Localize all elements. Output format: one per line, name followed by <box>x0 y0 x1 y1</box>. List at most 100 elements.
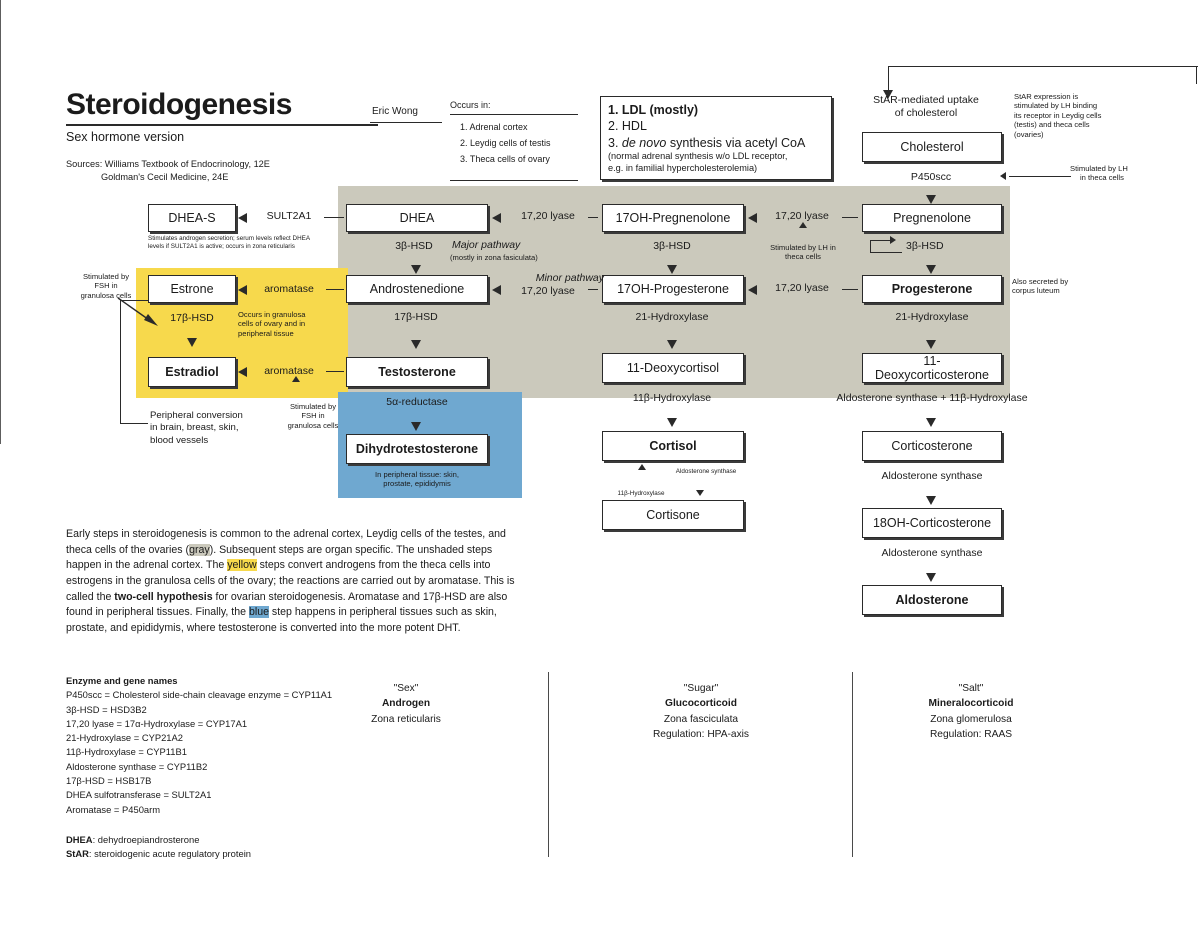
corticosterone-to-18oh-arrow <box>926 496 936 505</box>
progesterone-to-21hydrox-line <box>0 58 1 72</box>
narrative-paragraph: Early steps in steroidogenesis is common… <box>66 527 521 637</box>
node-cortisone[interactable]: Cortisone <box>602 500 744 530</box>
peripheral-line-2: in brain, breast, skin, <box>150 422 239 434</box>
deoxycortisol-to-11bhydrox-line <box>0 242 1 254</box>
major-pathway-label: Major pathway <box>452 239 521 251</box>
abbreviation-legend: DHEA: dehydroepiandrosterone StAR: stero… <box>66 833 251 862</box>
enzyme-17bhsd-left: 17β-HSD <box>170 312 214 324</box>
enzyme-legend-line: Aldosterone synthase = CYP11B2 <box>66 760 208 772</box>
lh-theca-annotation: Stimulated by LH in theca cells <box>1070 164 1150 183</box>
corpus-luteum-annotation: Also secreted by corpus luteum <box>1012 277 1102 296</box>
cholesterol-source-box: 1. LDL (mostly) 2. HDL 3. de novo synthe… <box>600 96 832 180</box>
17ohprog-to-21hydrox-line <box>0 210 1 224</box>
doc-to-corticosterone-arrow <box>926 418 936 427</box>
lyase-bot-left-arrowhead <box>492 285 501 295</box>
lh-theca-mid-riser <box>870 240 872 252</box>
enzyme-3bhsd-mid: 3β-HSD <box>653 240 691 252</box>
lh-theca-mid-line-2: theca cells <box>785 252 821 262</box>
node-pregnenolone[interactable]: Pregnenolone <box>862 204 1002 232</box>
aromatase-bot-arrowhead <box>238 367 247 377</box>
sources-block: Sources: Williams Textbook of Endocrinol… <box>66 158 270 185</box>
enzyme-5a-reductase: 5α-reductase <box>386 396 448 408</box>
lh-theca-mid-pointer <box>0 168 1 182</box>
node-cortisol[interactable]: Cortisol <box>602 431 744 461</box>
17ohprog-to-deoxycortisol-arrow <box>667 340 677 349</box>
dhea-to-androstenedione-arrow <box>411 265 421 274</box>
granulosa-ovary-note: Occurs in granulosa cells of ovary and i… <box>238 310 344 338</box>
enzyme-3bhsd-right: 3β-HSD <box>906 240 944 252</box>
enzyme-legend-line: 21-Hydroxylase = CYP21A2 <box>66 732 183 744</box>
narrative-seg-2: ). Subsequent steps are organ specific. … <box>66 543 493 572</box>
node-cholesterol[interactable]: Cholesterol <box>862 132 1002 162</box>
title-underline <box>66 124 378 126</box>
occurs-in-box: Occurs in: 1. Adrenal cortex 2. Leydig c… <box>450 100 578 181</box>
dhea-to-3bhsd-line <box>0 312 1 326</box>
doc-to-aldo11b-line <box>0 90 1 102</box>
lh-theca-mid-line-1: Stimulated by LH in <box>770 243 836 252</box>
node-estrone[interactable]: Estrone <box>148 275 236 303</box>
lh-theca-line-1: Stimulated by LH <box>1070 164 1128 173</box>
abbrev-dhea: DHEA: dehydroepiandrosterone <box>66 833 251 847</box>
node-dhea[interactable]: DHEA <box>346 204 488 232</box>
enzyme-gene-legend: Enzyme and gene names P450scc = Choleste… <box>66 674 332 817</box>
node-corticosterone[interactable]: Corticosterone <box>862 431 1002 461</box>
class-sugar-quoted: "Sugar" <box>683 683 719 694</box>
ldl-line-3: 3. de novo synthesis via acetyl CoA <box>608 135 824 151</box>
progesterone-to-doc-arrow <box>926 340 936 349</box>
p450scc-to-pregnenolone-line <box>0 16 1 30</box>
lh-theca-mid-arrowhead <box>890 236 896 244</box>
author-name: Eric Wong <box>372 106 418 117</box>
dhea-s-note-line-2: levels if SULT2A1 is active; occurs in z… <box>148 242 295 250</box>
testosterone-to-5areductase-line <box>0 372 1 384</box>
node-dihydrotestosterone[interactable]: Dihydrotestosterone <box>346 434 488 464</box>
node-testosterone[interactable]: Testosterone <box>346 357 488 387</box>
class-divider-right <box>852 672 854 857</box>
enzyme-legend-line: P450scc = Cholesterol side-chain cleavag… <box>66 689 333 701</box>
3bhsd-left-to-andro-line <box>0 326 1 340</box>
peripheral-conversion-note: Peripheral conversion in brain, breast, … <box>150 410 300 447</box>
enzyme-legend-line: Aromatase = P450arm <box>66 803 161 815</box>
dhea-s-note-line-1: Stimulates androgen secretion; serum lev… <box>148 235 311 242</box>
node-aldosterone[interactable]: Aldosterone <box>862 585 1002 615</box>
enzyme-aromatase-bot: aromatase <box>252 365 326 379</box>
enzyme-legend-line: 17β-HSD = HSB17B <box>66 775 152 787</box>
class-sex-zone: Zona reticularis <box>371 713 441 725</box>
enzyme-aldosterone-synthase-1: Aldosterone synthase <box>881 470 983 482</box>
class-sugar-zone: Zona fasciculata <box>663 713 739 725</box>
lh-theca-arrowhead <box>1000 172 1006 180</box>
node-progesterone[interactable]: Progesterone <box>862 275 1002 303</box>
sources-line-2: Goldman's Cecil Medicine, 24E <box>101 172 229 183</box>
lh-theca-mid-stem <box>870 252 902 254</box>
class-column-salt: "Salt" Mineralocorticoid Zona glomerulos… <box>876 681 1066 742</box>
dht-note-line-2: prostate, epididymis <box>383 479 451 489</box>
abbrev-dhea-key: DHEA <box>66 834 93 845</box>
lh-theca-mid-pointer-arrowhead <box>799 222 807 228</box>
node-17oh-progesterone[interactable]: 17OH-Progesterone <box>602 275 744 303</box>
star-uptake-line-2: of cholesterol <box>894 107 958 120</box>
fsh-left-line-3: granulosa cells <box>80 290 132 300</box>
lh-theca-line-2: in theca cells <box>1080 173 1124 183</box>
ldl-line-2: 2. HDL <box>608 119 647 134</box>
node-11-deoxycorticosterone[interactable]: 11-Deoxycorticosterone <box>862 353 1002 383</box>
enzyme-legend-line: 3β-HSD = HSD3B2 <box>66 703 147 715</box>
node-11-deoxycortisol[interactable]: 11-Deoxycortisol <box>602 353 744 383</box>
ldl-line-3-pre: 3. <box>608 135 622 150</box>
fsh-mid-line-3: granulosa cells <box>287 420 339 430</box>
class-sex-quoted: "Sex" <box>393 683 419 694</box>
node-estradiol[interactable]: Estradiol <box>148 357 236 387</box>
node-dhea-s[interactable]: DHEA-S <box>148 204 236 232</box>
aldosynth2-to-aldosterone-line <box>0 154 1 168</box>
11bhydrox-to-cortisol-line <box>0 254 1 268</box>
major-pathway-sublabel: (mostly in zona fasiculata) <box>450 253 538 262</box>
node-17oh-pregnenolone[interactable]: 17OH-Pregnenolone <box>602 204 744 232</box>
peripheral-line-3: blood vessels <box>150 434 209 446</box>
node-18oh-corticosterone[interactable]: 18OH-Corticosterone <box>862 508 1002 538</box>
dht-note-line-1: In peripheral tissue: skin, <box>375 470 459 479</box>
enzyme-aldosterone-synthase-cortisol: Aldosterone synthase <box>675 468 737 475</box>
cortisol-to-cortisone-line <box>0 268 1 284</box>
occurs-in-item-2: 2. Leydig cells of testis <box>460 138 551 148</box>
enzyme-legend-line: 11β-Hydroxylase = CYP11B1 <box>66 746 187 758</box>
enzyme-legend-line: DHEA sulfotransferase = SULT2A1 <box>66 789 212 801</box>
node-androstenedione[interactable]: Androstenedione <box>346 275 488 303</box>
abbrev-dhea-value: : dehydroepiandrosterone <box>92 834 200 845</box>
